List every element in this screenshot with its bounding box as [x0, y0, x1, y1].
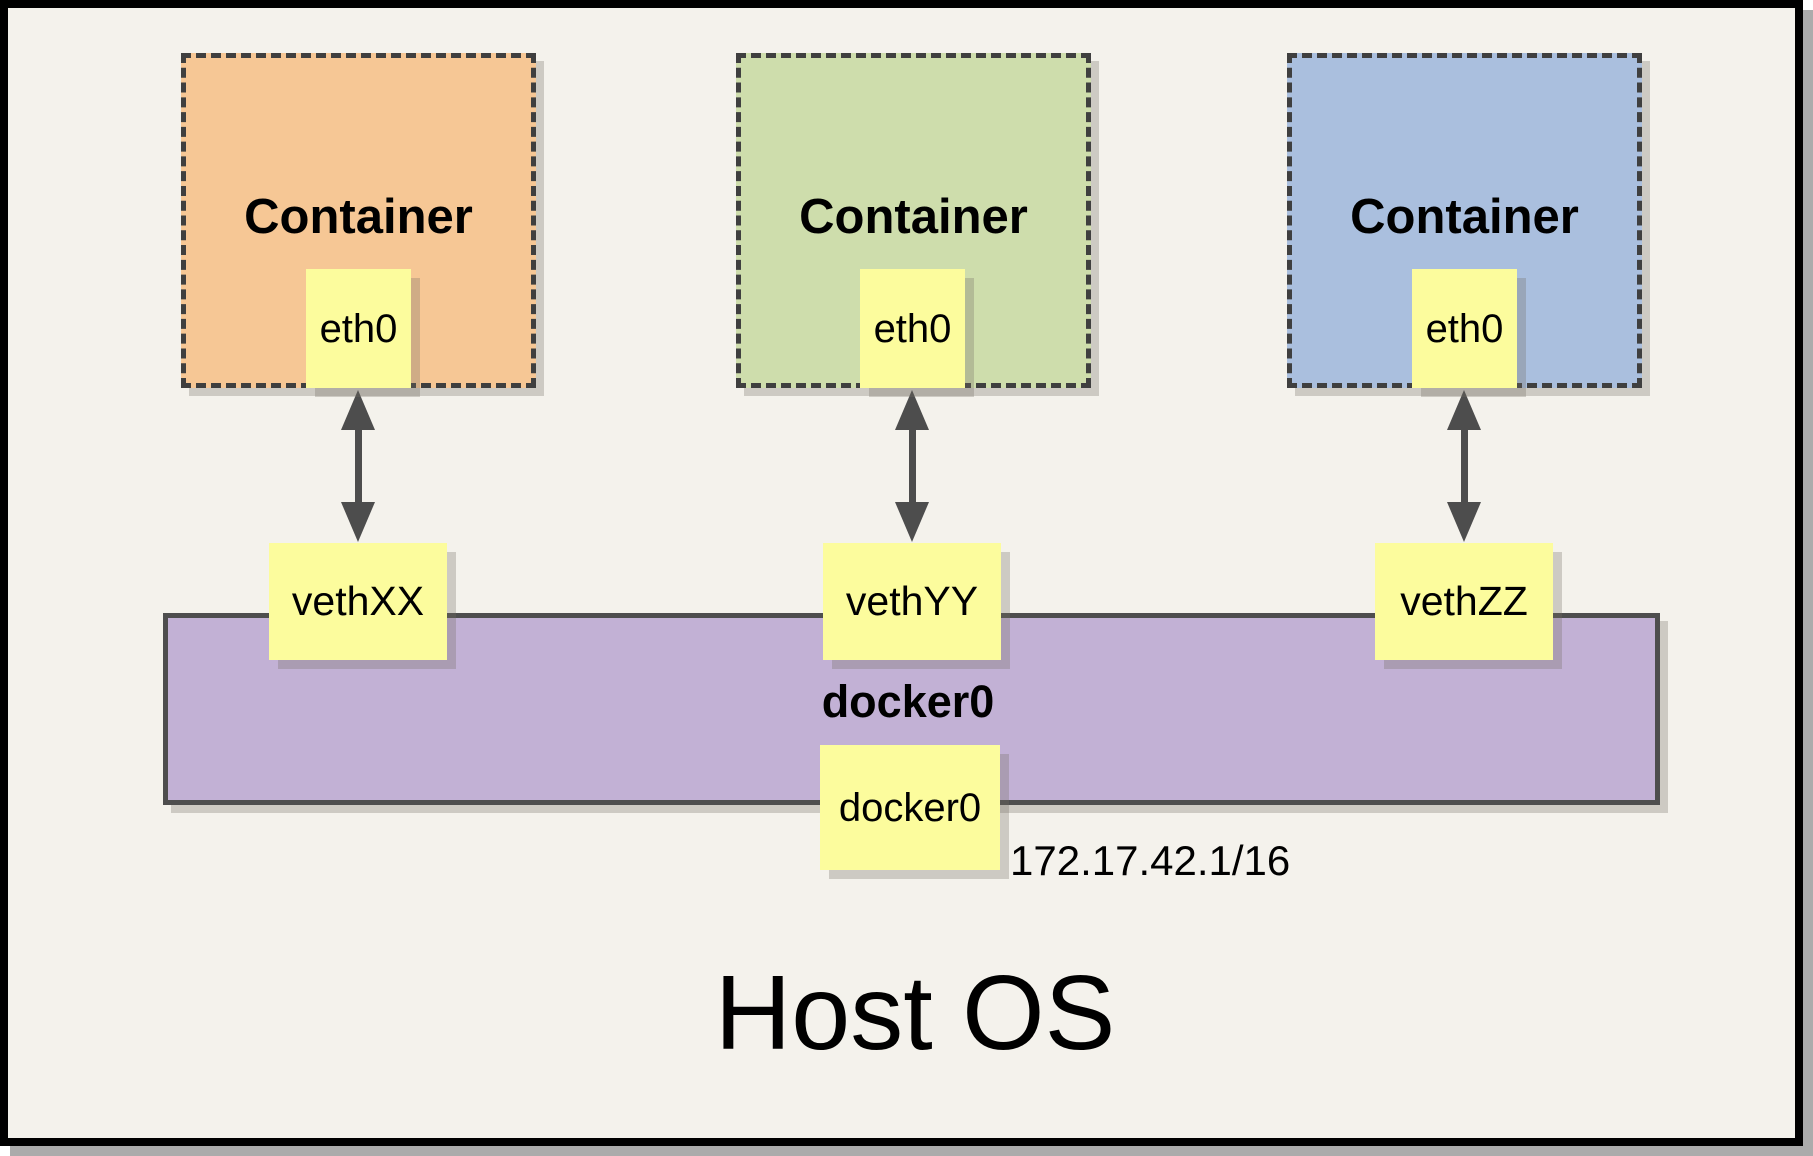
eth0-chip-2: eth0: [860, 269, 965, 388]
double-arrow-icon-2: [895, 390, 929, 542]
vethyy-chip: vethYY: [823, 543, 1001, 660]
container-label-1: Container: [244, 190, 473, 244]
double-arrow-icon-1: [341, 390, 375, 542]
bridge-ip-label: 172.17.42.1/16: [1010, 837, 1291, 884]
container-label-3: Container: [1350, 190, 1579, 244]
vethxx-chip: vethXX: [269, 543, 447, 660]
vethzz-chip: vethZZ: [1375, 543, 1553, 660]
container-label-2: Container: [799, 190, 1028, 244]
eth0-chip-1: eth0: [306, 269, 411, 388]
double-arrow-icon-3: [1447, 390, 1481, 542]
host-os-label: Host OS: [714, 954, 1116, 1072]
docker0-interface-chip: docker0: [820, 745, 1000, 870]
eth0-chip-3: eth0: [1412, 269, 1517, 388]
docker0-bridge-label: docker0: [821, 676, 995, 727]
